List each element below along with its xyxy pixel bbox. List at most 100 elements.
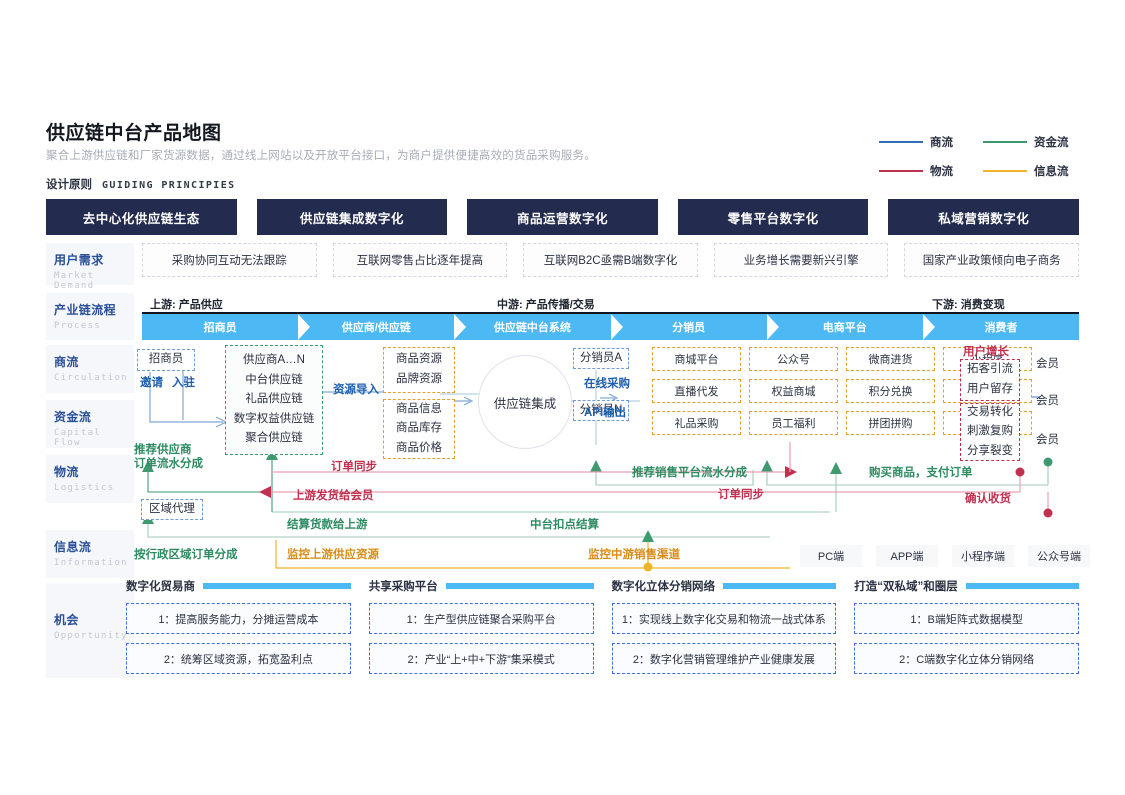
- legend-line-capital: [983, 141, 1027, 143]
- page-title: 供应链中台产品地图: [46, 123, 222, 144]
- member-label-3: 会员: [1036, 434, 1059, 446]
- legend-line-commerce: [879, 141, 923, 143]
- row-label-en: Process: [54, 321, 102, 331]
- platform-box-7[interactable]: 积分兑换: [846, 379, 935, 403]
- principle-bar-2: 供应链集成数字化: [256, 199, 448, 235]
- region-agent-box[interactable]: 区域代理: [141, 499, 203, 520]
- opportunity-rule: [203, 583, 351, 589]
- opportunity-header: 共享采购平台: [369, 578, 594, 594]
- chevron-step-distributor[interactable]: 分销员: [610, 314, 779, 340]
- growth-item-5: 分享裂变: [967, 444, 1013, 457]
- resource-item-1: 商品资源: [396, 353, 442, 366]
- opportunity-rule: [723, 583, 837, 589]
- platform-box-11[interactable]: 拼团拼购: [846, 411, 935, 435]
- resource-item-2: 品牌资源: [396, 373, 442, 385]
- terminal-miniprogram[interactable]: 小程序端: [952, 545, 1014, 567]
- legend-label-capital: 资金流: [1034, 137, 1069, 149]
- row-label-en: Logistics: [54, 483, 115, 493]
- page-subtitle: 聚合上游供应链和厂家货源数据，通过线上网站以及开放平台接口，为商户提供便捷高效的…: [46, 150, 596, 162]
- monitor-upstream-label: 监控上游供应资源: [287, 549, 379, 561]
- chevron-step-ecommerce[interactable]: 电商平台: [766, 314, 936, 340]
- growth-item-4: 刺激复购: [967, 425, 1013, 438]
- recruiter-box[interactable]: 招商员: [137, 349, 195, 371]
- supplier-item-5: 聚合供应链: [245, 432, 303, 445]
- platform-box-10[interactable]: 员工福利: [749, 411, 838, 435]
- chevron-step-recruiter[interactable]: 招商员: [142, 314, 311, 340]
- terminal-official-account[interactable]: 公众号端: [1028, 545, 1090, 567]
- order-sync-left-label: 订单同步: [331, 461, 377, 473]
- chevron-label: 招商员: [203, 322, 237, 334]
- row-label-opportunity: 机会 Opportunity: [46, 583, 134, 678]
- platform-box-3[interactable]: 微商进货: [846, 347, 935, 371]
- row-label-circulation: 商流 Circulation: [46, 345, 134, 393]
- legend-label-logistics: 物流: [930, 166, 953, 178]
- row-label-logistics: 物流 Logistics: [46, 455, 134, 503]
- platform-box-1[interactable]: 商城平台: [652, 347, 741, 371]
- product-info-box[interactable]: 商品信息 商品库存 商品价格: [383, 399, 455, 459]
- settle-upstream-label: 结算货款给上游: [287, 519, 368, 531]
- chevron-step-supplier[interactable]: 供应商/供应链: [298, 314, 467, 340]
- segment-label: 下游: 消费变现: [932, 299, 1005, 311]
- distributor-n-box[interactable]: 分销员N: [573, 400, 629, 421]
- row-label-process: 产业链流程 Process: [46, 293, 134, 340]
- opportunity-title: 数字化贸易商: [126, 581, 195, 593]
- opportunity-header: 打造“双私域”和圈层: [854, 578, 1079, 594]
- opportunity-card-2: 共享采购平台 1：生产型供应链聚合采购平台 2：产业“上+中+下游”集采模式: [368, 578, 594, 683]
- legend-item-capital: 资金流: [983, 134, 1079, 150]
- segment-header-upstream: 上游: 产品供应: [150, 295, 223, 311]
- platform-box-5[interactable]: 直播代发: [652, 379, 741, 403]
- opportunity-item: 2：统筹区域资源，拓宽盈利点: [126, 643, 351, 674]
- chevron-label: 分销员: [672, 322, 706, 334]
- guiding-principles-en: GUIDING PRINCIPIES: [102, 180, 236, 191]
- supplier-item-1: 供应商A…N: [243, 354, 305, 367]
- recommend-supplier-line1: 推荐供应商: [134, 444, 192, 456]
- growth-conversion-box[interactable]: 交易转化 刺激复购 分享裂变: [960, 403, 1020, 461]
- resource-import-label: 资源导入: [333, 384, 379, 396]
- monitor-midstream-label: 监控中游销售渠道: [588, 549, 680, 561]
- resource-box[interactable]: 商品资源 品牌资源: [383, 347, 455, 393]
- growth-item-2: 用户留存: [967, 383, 1013, 395]
- opportunity-card-1: 数字化贸易商 1：提高服务能力，分摊运营成本 2：统筹区域资源，拓宽盈利点: [126, 578, 351, 683]
- order-sync-right-label: 订单同步: [718, 489, 764, 501]
- legend-label-commerce: 商流: [930, 137, 953, 149]
- opportunity-card-4: 打造“双私域”和圈层 1：B端矩阵式数据模型 2：C端数字化立体分销网络: [854, 578, 1079, 683]
- supplier-item-2: 中台供应链: [245, 373, 303, 386]
- product-item-3: 商品价格: [396, 441, 442, 454]
- legend-line-information: [983, 170, 1027, 172]
- supply-chain-integration-circle[interactable]: 供应链集成: [478, 355, 572, 449]
- platform-box-9[interactable]: 礼品采购: [652, 411, 741, 435]
- platform-box-2[interactable]: 公众号: [749, 347, 838, 371]
- segment-header-downstream: 下游: 消费变现: [932, 295, 1005, 311]
- principle-bar-4: 零售平台数字化: [677, 199, 869, 235]
- opportunity-rule: [965, 583, 1079, 589]
- growth-acquisition-box[interactable]: 拓客引流 用户留存: [960, 359, 1020, 401]
- row-label-en: Information: [54, 558, 128, 568]
- supplier-chain-box[interactable]: 供应商A…N 中台供应链 礼品供应链 数字权益供应链 聚合供应链: [225, 345, 323, 455]
- product-item-1: 商品信息: [396, 402, 442, 415]
- recommend-sales-share-label: 推荐销售平台流水分成: [632, 467, 747, 479]
- market-demand-row: 采购协同互动无法跟踪 互联网零售占比逐年提高 互联网B2C亟需B端数字化 业务增…: [142, 243, 1079, 277]
- platform-box-6[interactable]: 权益商城: [749, 379, 838, 403]
- row-label-cn: 信息流: [54, 540, 92, 554]
- demand-box-1: 采购协同互动无法跟踪: [142, 243, 317, 277]
- segment-divider: [142, 312, 1079, 314]
- opportunity-item: 2：C端数字化立体分销网络: [854, 643, 1079, 674]
- segment-header-midstream: 中游: 产品传播/交易: [497, 295, 595, 311]
- distributor-a-box[interactable]: 分销员A: [573, 348, 629, 369]
- opportunity-header: 数字化立体分销网络: [612, 578, 837, 594]
- chevron-label: 消费者: [984, 322, 1018, 334]
- row-label-cn: 用户需求: [54, 253, 104, 267]
- row-label-cn: 商流: [54, 355, 79, 369]
- chevron-step-consumer[interactable]: 消费者: [922, 314, 1080, 340]
- opportunity-rule: [445, 583, 594, 589]
- chevron-step-midplatform[interactable]: 供应链中台系统: [454, 314, 623, 340]
- row-label-en: Market Demand: [54, 271, 95, 291]
- region-order-share-label: 按行政区域订单分成: [134, 549, 238, 561]
- terminal-pc[interactable]: PC端: [800, 545, 862, 567]
- process-chevron-row: 招商员 供应商/供应链 供应链中台系统 分销员 电商平台 消费者: [142, 314, 1080, 340]
- terminal-app[interactable]: APP端: [876, 545, 938, 567]
- legend: 商流 资金流 物流 信息流: [879, 134, 1079, 179]
- legend-line-logistics: [879, 170, 923, 172]
- growth-item-3: 交易转化: [967, 405, 1013, 418]
- growth-item-1: 拓客引流: [967, 363, 1013, 376]
